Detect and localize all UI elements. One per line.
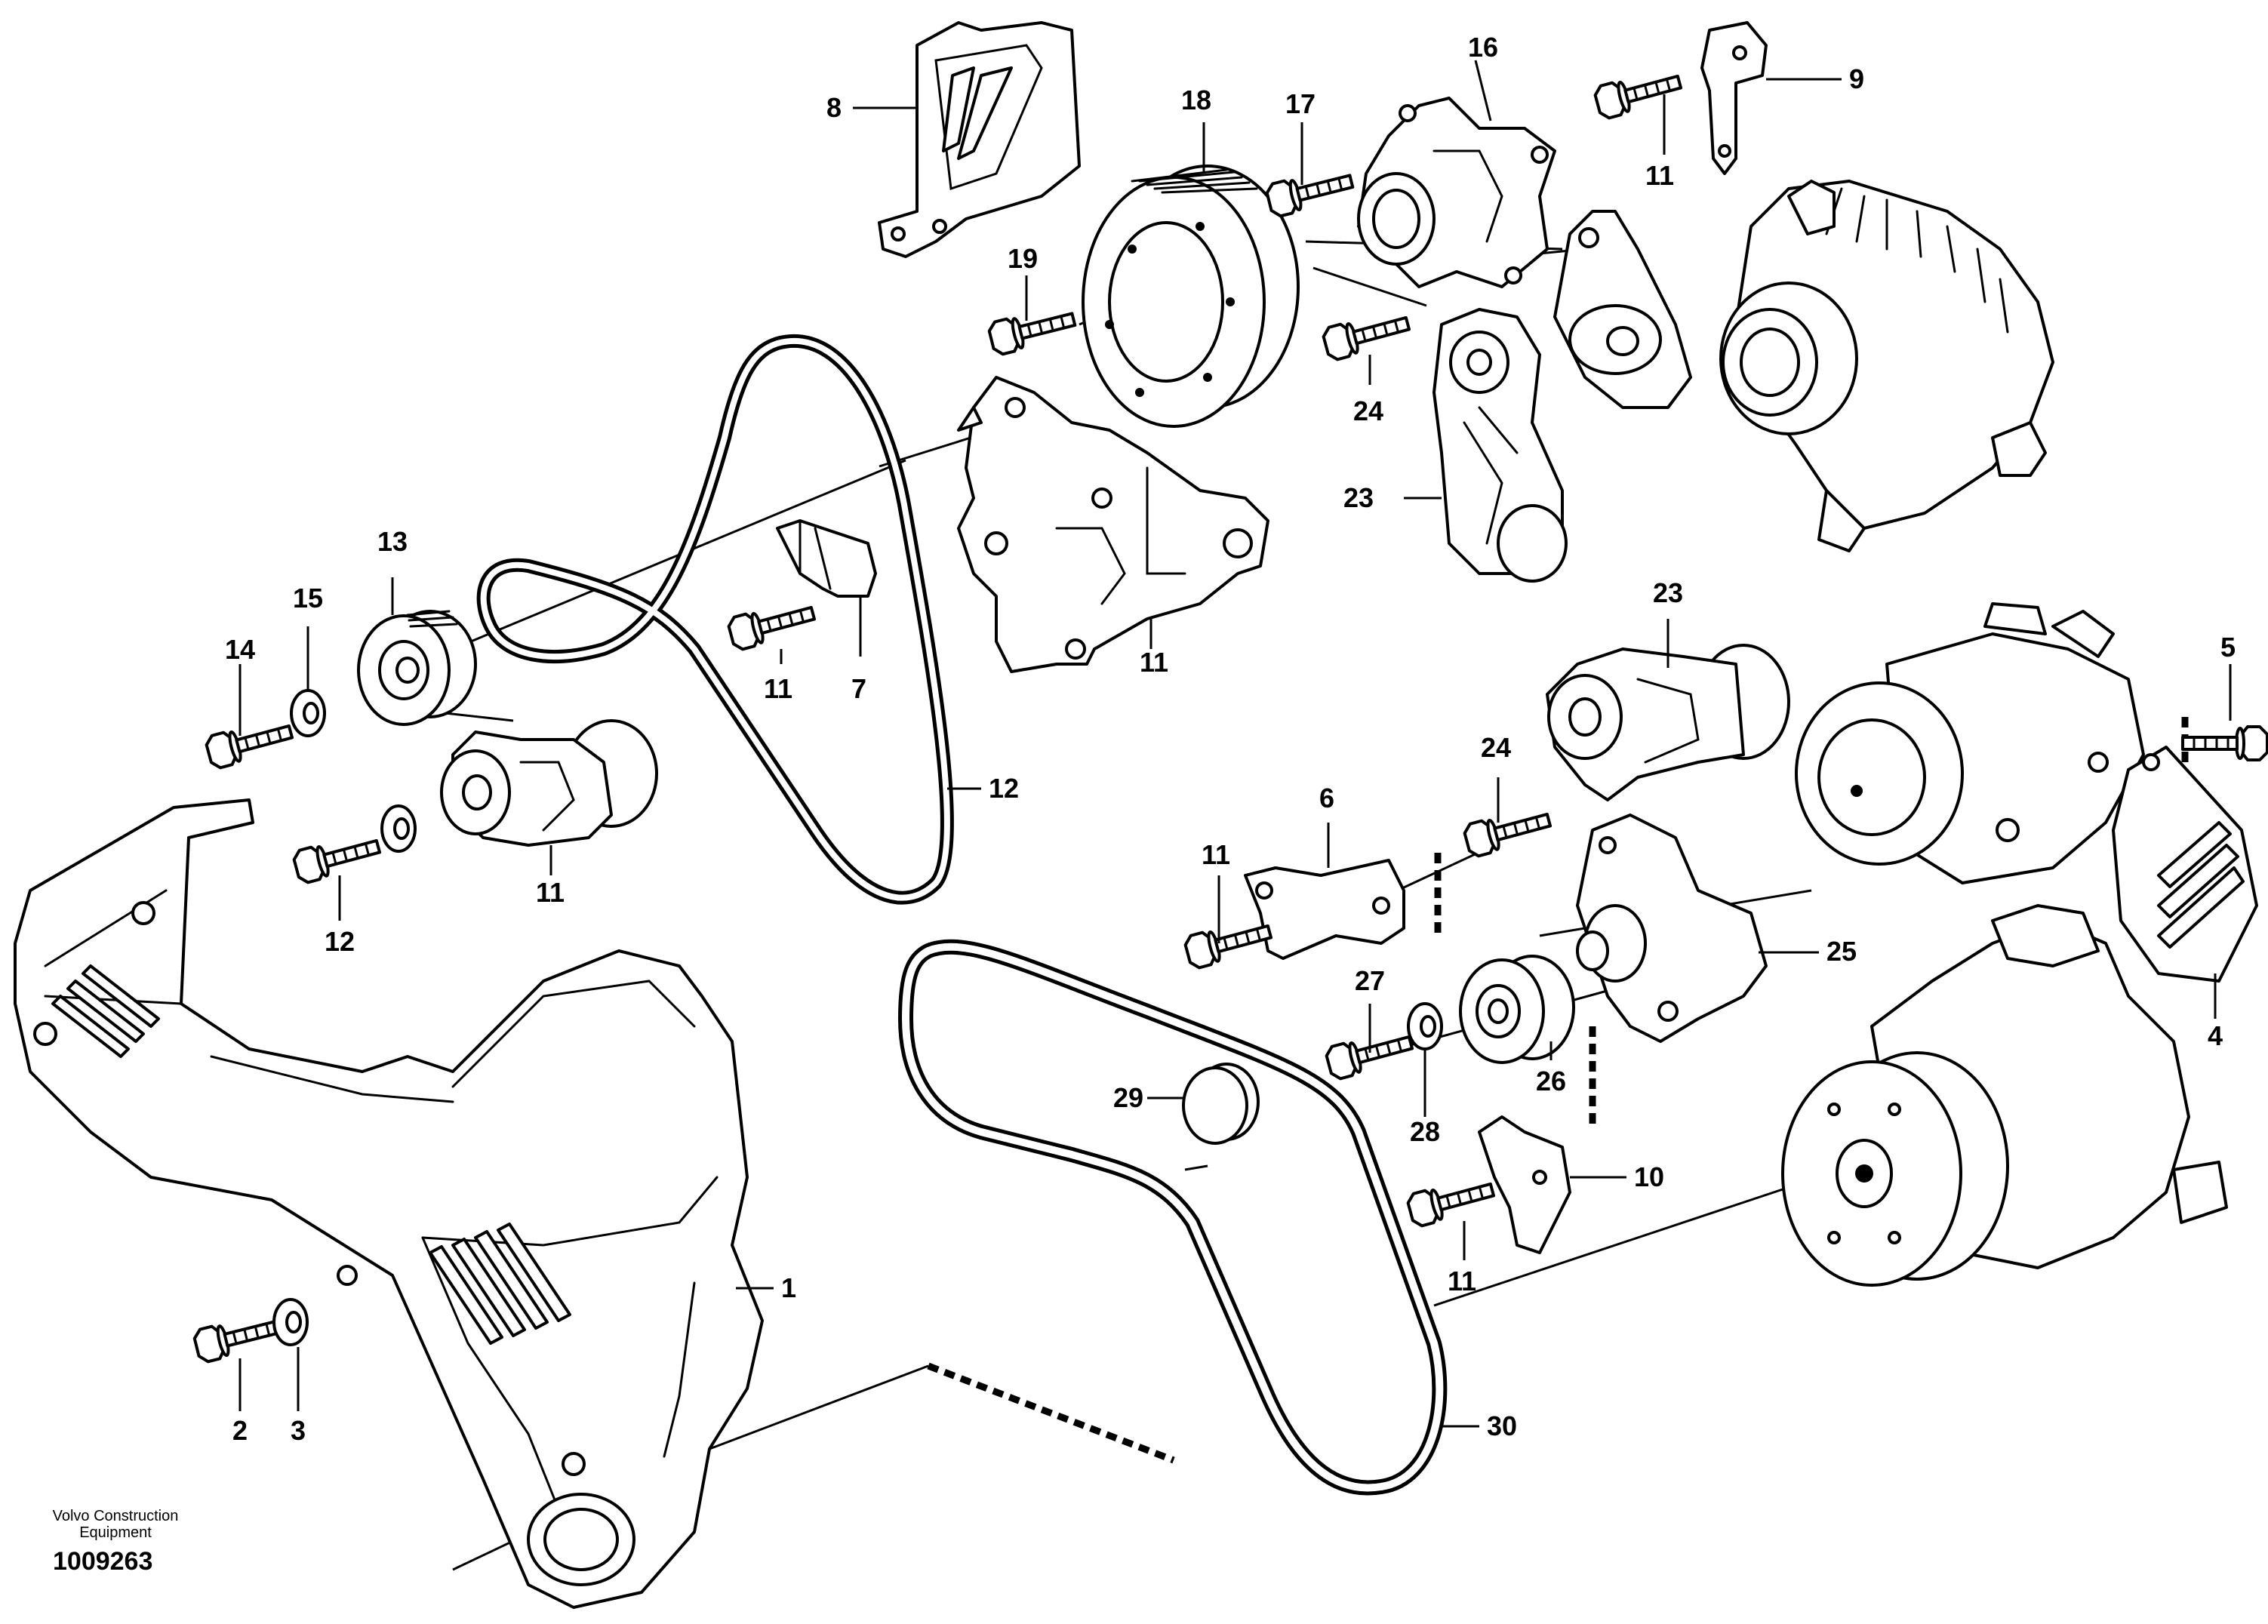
callout-11: 11 <box>1645 160 1674 191</box>
pulley-bolt-17 <box>203 714 297 771</box>
heat-shield-4 <box>2112 746 2258 983</box>
belt-tensioner-23-lower <box>1546 644 1790 801</box>
callout-20: 17 <box>1285 88 1316 119</box>
bracket-8 <box>878 21 1081 258</box>
idler-housing-25 <box>1576 814 1768 1043</box>
callout-23: 23 <box>1343 482 1374 513</box>
mounting-bracket-13 <box>957 376 1269 673</box>
alternator <box>1719 180 2054 552</box>
callout-25: 25 <box>1826 936 1857 967</box>
roller-29 <box>1182 1063 1260 1145</box>
callout-30: 30 <box>1487 1410 1517 1441</box>
brand-text: Volvo Construction <box>52 1508 179 1524</box>
callout-27: 27 <box>1355 965 1385 996</box>
callout-12: 12 <box>989 773 1019 804</box>
callout-13: 11 <box>1140 647 1168 678</box>
callout-17: 14 <box>225 634 255 665</box>
cover-vent-slots-upper <box>51 964 160 1058</box>
bolt-11-mid <box>1182 914 1276 971</box>
pulley-bolt <box>986 301 1079 358</box>
callout-2: 2 <box>232 1415 248 1446</box>
callout-5: 5 <box>2220 632 2236 663</box>
callout-16: 13 <box>377 526 408 557</box>
callout-28: 28 <box>1410 1116 1440 1147</box>
bolt-9 <box>1592 64 1685 121</box>
washer-15 <box>380 804 417 853</box>
callout-11: 11 <box>1202 839 1230 870</box>
callout-11: 11 <box>1448 1266 1476 1296</box>
callout-10: 10 <box>1634 1161 1664 1192</box>
callout-18: 15 <box>293 583 323 614</box>
bracket-9 <box>1700 21 1768 175</box>
pulley-washer-18 <box>290 689 326 737</box>
cover-hole <box>33 1022 57 1046</box>
upper-drive-belt <box>476 334 954 905</box>
belt-tensioner-14 <box>440 719 658 847</box>
callout-15: 12 <box>325 926 355 957</box>
cover-washer <box>272 1298 309 1346</box>
callout-29: 29 <box>1113 1082 1143 1113</box>
callout-24: 24 <box>1353 395 1383 426</box>
callout-1: 1 <box>781 1272 796 1303</box>
callout-19: 16 <box>1468 32 1498 63</box>
bolt-15 <box>291 829 384 886</box>
bracket-7 <box>776 519 877 598</box>
grooved-idler-pulley <box>357 610 477 726</box>
leader-lines <box>238 60 2232 1428</box>
callout-9: 9 <box>1849 63 1864 94</box>
bolt-11-upper <box>725 595 819 653</box>
callout-21: 18 <box>1181 85 1211 115</box>
cover-hole <box>337 1265 358 1286</box>
pump-assembly <box>1781 904 2228 1287</box>
callout-3: 3 <box>291 1415 306 1446</box>
bolt-11-lower <box>1405 1172 1498 1229</box>
callout-6: 6 <box>1319 783 1334 814</box>
lower-drive-belt <box>898 939 1448 1496</box>
callout-8: 8 <box>826 92 842 123</box>
idler-bracket <box>1553 210 1692 409</box>
cover-hole <box>131 901 155 925</box>
callout-11: 11 <box>764 673 792 704</box>
callout-22: 19 <box>1008 243 1038 274</box>
tensioner-housing-19 <box>1357 97 1556 288</box>
crankshaft-pulley <box>1082 165 1300 428</box>
drawing-number: 1009263 <box>53 1547 153 1576</box>
cover-hole <box>562 1452 586 1476</box>
callout-23: 23 <box>1653 577 1683 608</box>
callout-14: 11 <box>536 877 565 908</box>
brand-text-line2: Equipment <box>79 1524 152 1541</box>
ac-compressor <box>1795 602 2145 884</box>
idler-pulley-26 <box>1459 955 1575 1064</box>
bracket-6 <box>1244 859 1405 960</box>
bolt-24-top <box>1320 306 1414 363</box>
belt-guard-cover <box>14 798 764 1609</box>
belt-tensioner-23-upper <box>1433 308 1568 583</box>
cover-bolt <box>191 1309 285 1365</box>
callout-7: 7 <box>851 673 866 704</box>
callout-24: 24 <box>1481 732 1511 763</box>
bolt-20 <box>1263 163 1357 220</box>
callout-4: 4 <box>2208 1020 2223 1051</box>
callout-labels: 8 18 17 16 9 11 19 24 23 11 7 11 13 15 1… <box>225 32 2236 1446</box>
bolt-24-lower <box>1461 802 1555 860</box>
cover-vent-slots-lower <box>429 1223 571 1345</box>
bolt-5 <box>2181 725 2268 761</box>
bracket-10 <box>1478 1115 1571 1254</box>
dashed-link-lines <box>927 717 2189 1464</box>
washer-28 <box>1407 1002 1443 1050</box>
callout-26: 26 <box>1536 1066 1566 1097</box>
